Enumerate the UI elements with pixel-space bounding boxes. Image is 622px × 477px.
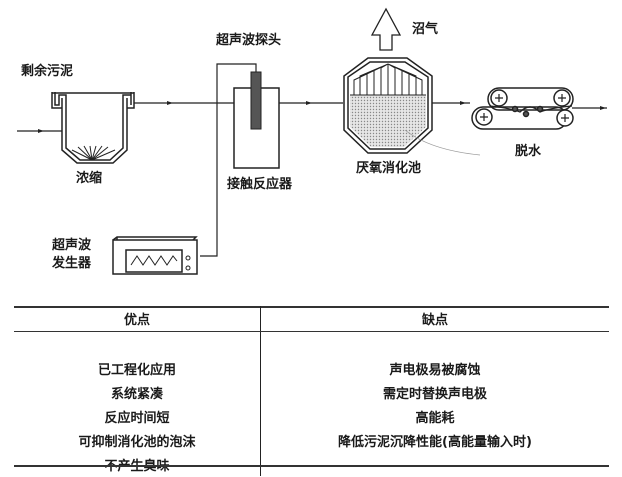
excess-sludge-label: 剩余污泥 bbox=[21, 64, 74, 79]
inflow-line bbox=[17, 129, 62, 133]
table-row: 不产生臭味 bbox=[14, 452, 609, 476]
ultrasonic-generator-label-line2: 发生器 bbox=[52, 256, 92, 271]
comparison-table: 优点 缺点 已工程化应用 声电极易被腐蚀 系统紧凑 需定时替换声电极 反应时间短… bbox=[14, 306, 609, 476]
probe-cable bbox=[200, 63, 257, 257]
ultrasonic-generator bbox=[112, 236, 198, 275]
thickening-label: 浓缩 bbox=[76, 171, 103, 186]
advantage-cell: 可抑制消化池的泡沫 bbox=[14, 428, 261, 452]
advantage-cell: 反应时间短 bbox=[14, 404, 261, 428]
flow-line-3 bbox=[432, 101, 470, 105]
belt-press bbox=[471, 87, 574, 130]
biogas-arrow-icon bbox=[370, 7, 402, 51]
biogas-label: 沼气 bbox=[412, 22, 439, 37]
ultrasonic-probe-label: 超声波探头 bbox=[216, 33, 282, 48]
advantage-cell: 不产生臭味 bbox=[14, 452, 261, 476]
disadvantage-cell: 高能耗 bbox=[415, 410, 455, 426]
outflow-line bbox=[572, 106, 607, 110]
table-row: 可抑制消化池的泡沫 降低污泥沉降性能(高能量输入时) bbox=[14, 428, 609, 452]
thickener-tank bbox=[51, 92, 135, 164]
advantage-cell: 系统紧凑 bbox=[14, 380, 261, 404]
table-header-row: 优点 缺点 bbox=[14, 306, 609, 332]
ultrasonic-generator-label-line1: 超声波 bbox=[52, 238, 92, 253]
header-disadvantages: 缺点 bbox=[260, 306, 609, 332]
disadvantage-cell: 声电极易被腐蚀 bbox=[389, 362, 481, 378]
flow-line-2 bbox=[279, 101, 343, 105]
advantage-cell: 已工程化应用 bbox=[14, 356, 261, 380]
table-row: 系统紧凑 需定时替换声电极 bbox=[14, 380, 609, 404]
table-row: 已工程化应用 声电极易被腐蚀 bbox=[14, 356, 609, 380]
table-row: 反应时间短 高能耗 bbox=[14, 404, 609, 428]
disadvantage-cell: 降低污泥沉降性能(高能量输入时) bbox=[338, 434, 532, 450]
flow-line-1 bbox=[134, 101, 234, 105]
anaerobic-digester bbox=[343, 57, 481, 156]
ultrasonic-probe bbox=[250, 71, 262, 130]
header-advantages: 优点 bbox=[14, 306, 261, 332]
disadvantage-cell: 需定时替换声电极 bbox=[382, 386, 487, 402]
contact-reactor-label: 接触反应器 bbox=[227, 177, 293, 192]
anaerobic-digester-label: 厌氧消化池 bbox=[356, 161, 422, 176]
process-diagram bbox=[17, 7, 607, 275]
dewatering-label: 脱水 bbox=[515, 144, 542, 159]
table-bottom-rule bbox=[14, 465, 609, 467]
disadvantage-cell bbox=[261, 452, 610, 476]
